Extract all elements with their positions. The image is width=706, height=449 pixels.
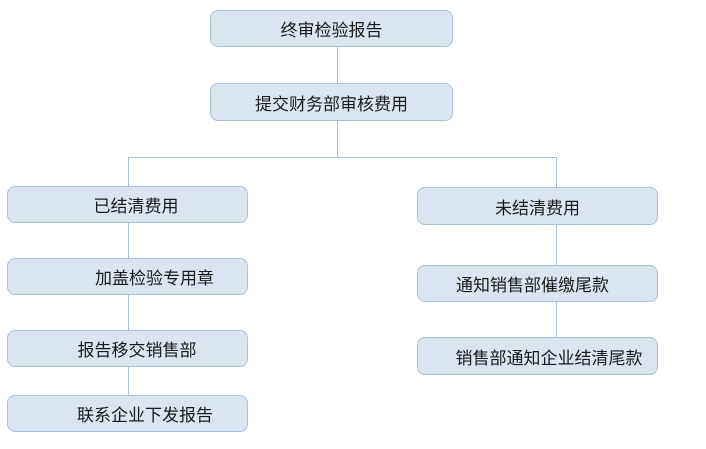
flow-node-sales-notify-settle: 销售部通知企业结清尾款 (417, 337, 658, 375)
connector-final-to-submit (337, 47, 338, 83)
flow-node-fees-settled: 已结清费用 (7, 186, 248, 223)
connector-transfer-to-contact (128, 367, 129, 395)
connector-submit-to-branch (337, 121, 338, 157)
flow-node-stamp-inspection-seal: 加盖检验专用章 (7, 258, 248, 295)
connector-notify-to-sales-notify (556, 302, 557, 337)
connector-settled-to-stamp (128, 223, 129, 258)
flow-node-contact-enterprise-issue: 联系企业下发报告 (7, 395, 248, 432)
connector-branch-to-unsettled (556, 157, 557, 187)
flow-node-final-report: 终审检验报告 (210, 10, 453, 47)
flow-node-submit-finance-review: 提交财务部审核费用 (210, 83, 453, 121)
connector-branch-to-settled (128, 157, 129, 186)
flow-node-report-to-sales: 报告移交销售部 (7, 330, 248, 367)
connector-stamp-to-transfer (128, 295, 129, 330)
flow-node-notify-sales-collect: 通知销售部催缴尾款 (417, 265, 658, 302)
connector-unsettled-to-notify (556, 225, 557, 265)
flow-node-fees-unsettled: 未结清费用 (417, 187, 658, 225)
connector-branch-horizontal (128, 157, 557, 158)
